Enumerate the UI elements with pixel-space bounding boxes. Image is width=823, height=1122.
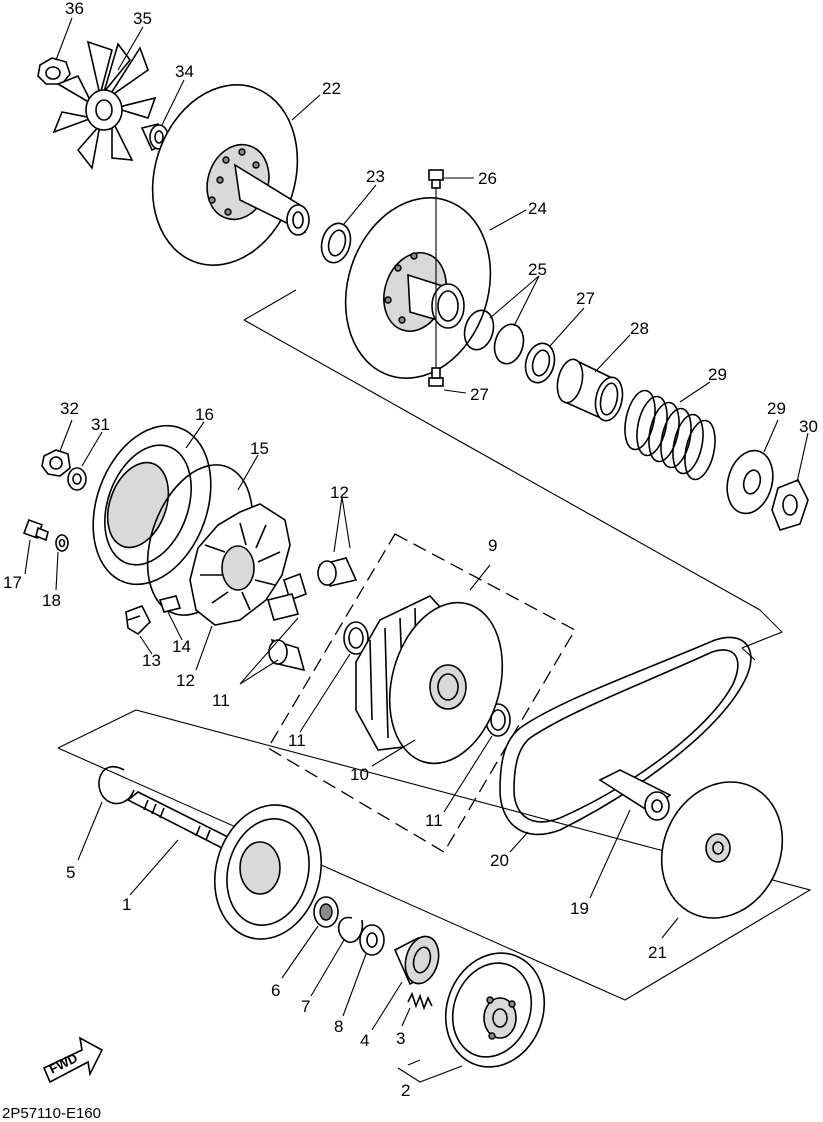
part-23-washer	[67, 467, 87, 491]
part-11-spacer-left	[343, 621, 369, 655]
drive-pulley-frame	[243, 289, 783, 661]
callout-26: 24	[528, 199, 547, 218]
part-25-fixed-sheave	[151, 84, 310, 266]
callout-6: 6	[271, 981, 280, 1000]
callout-28: 25	[528, 260, 547, 279]
callout-12-lower: 11	[212, 691, 230, 710]
callout-labels: 36 35 34 22 23 26 24 25 27 28 27 29 29 3…	[3, 0, 818, 1100]
part-3-spring	[407, 991, 433, 1011]
part-33-nut	[771, 478, 809, 531]
leader-lines	[24, 17, 809, 1066]
part-1-primary-shaft	[126, 791, 323, 940]
part-13-cam-plate	[189, 503, 291, 626]
fwd-arrow-icon: FWD	[42, 1036, 104, 1084]
callout-29-upper: 26	[478, 169, 497, 188]
callout-25: 22	[322, 79, 341, 98]
part-21-v-belt	[499, 636, 752, 836]
callout-11-right: 11	[425, 811, 443, 830]
part-12-roller-c	[266, 593, 300, 621]
part-27-spacer-upper	[320, 222, 352, 264]
callout-1: 1	[122, 895, 131, 914]
part-20-tube	[598, 769, 672, 821]
callout-31: 28	[630, 319, 649, 338]
part-12-leaders-lower	[239, 617, 299, 685]
part-7-circlip	[337, 916, 364, 943]
callout-2: 2	[401, 1081, 410, 1100]
callout-33: 30	[799, 417, 818, 436]
part-12-leaders-upper	[333, 496, 351, 553]
part-12-roller-a	[317, 557, 358, 587]
part-27-spacer-lower	[524, 342, 556, 384]
callout-16: 15	[250, 439, 269, 458]
callout-27-upper: 23	[366, 167, 385, 186]
part-6-bearing	[313, 896, 339, 928]
diagram-code: 2P57110-E160	[2, 1105, 101, 1122]
part-5-circlip	[98, 766, 135, 805]
callout-34: 34	[175, 62, 194, 81]
part-2-bracket	[397, 1065, 463, 1083]
callout-8: 8	[334, 1017, 343, 1036]
part-26-sliding-sheave	[344, 185, 492, 379]
part-8-collar	[359, 924, 385, 956]
callout-36: 36	[65, 0, 84, 18]
part-29-bolt-upper	[428, 169, 474, 189]
part-36-nut	[37, 57, 71, 85]
callout-24: 32	[60, 399, 79, 418]
part-30-spring	[624, 389, 716, 481]
callout-14: 13	[142, 651, 161, 670]
callout-10: 10	[350, 765, 369, 784]
callout-19: 18	[42, 591, 61, 610]
part-2-clutch-carrier	[444, 952, 546, 1068]
part-32-washer	[726, 449, 774, 515]
callout-12-upper: 12	[330, 483, 349, 502]
part-29-bolt-lower	[428, 367, 467, 394]
callout-11-left: 11	[288, 731, 306, 750]
part-4-one-way-clutch	[393, 935, 440, 986]
callout-9: 9	[488, 536, 497, 555]
part-14-slider	[125, 604, 151, 636]
callout-32: 29	[767, 399, 786, 418]
group-9-frame	[267, 533, 576, 853]
callout-20: 19	[570, 899, 589, 918]
callout-13: 12	[176, 671, 195, 690]
part-17-cover	[92, 424, 212, 586]
callout-22: 21	[648, 943, 667, 962]
callout-27-lower: 27	[576, 289, 595, 308]
callout-3: 3	[396, 1029, 405, 1048]
callout-35: 35	[133, 9, 152, 28]
callout-7: 7	[301, 997, 310, 1016]
part-35-cooling-fan	[52, 40, 157, 170]
callout-15: 14	[172, 637, 191, 656]
callout-23: 31	[91, 415, 110, 434]
callout-4: 4	[360, 1031, 369, 1050]
part-22-fixed-sheave	[660, 781, 784, 919]
callout-29-lower: 27	[470, 385, 489, 404]
part-10-movable-sheave	[355, 595, 504, 765]
part-31-collar-sleeve	[556, 358, 624, 422]
callout-21: 20	[490, 851, 509, 870]
part-18-bolt	[23, 519, 49, 542]
part-19-washer	[55, 534, 69, 552]
driven-pulley-frame	[57, 709, 812, 1001]
callout-17: 16	[195, 405, 214, 424]
part-12-roller-b	[283, 572, 307, 602]
part-24-nut	[41, 449, 71, 477]
callout-30: 29	[708, 365, 727, 384]
callout-18: 17	[3, 573, 22, 592]
part-15-slider	[158, 595, 182, 613]
callout-5: 5	[66, 863, 75, 882]
